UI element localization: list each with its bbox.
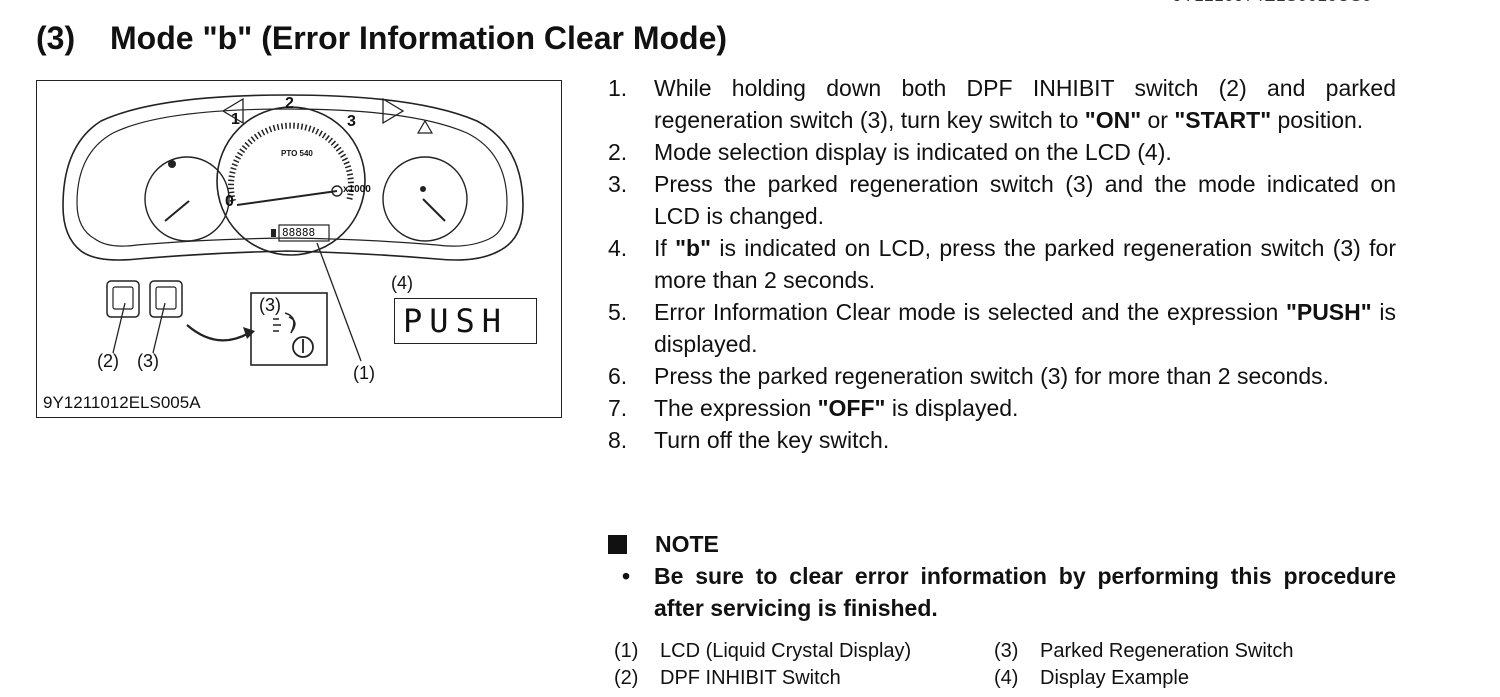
display-example-text: PUSH	[403, 302, 509, 340]
right-turn-icon	[382, 97, 405, 125]
section-title: (3) Mode "b" (Error Information Clear Mod…	[36, 20, 727, 57]
warning-icon	[416, 119, 434, 134]
note-heading: NOTE	[608, 528, 1396, 560]
switch-inset-box	[250, 292, 328, 366]
leader-2	[112, 302, 126, 354]
figure-code: 9Y1211012ELS005A	[43, 393, 201, 412]
step-4: 4.If "b" is indicated on LCD, press the …	[608, 235, 1397, 293]
note-square-icon	[608, 534, 627, 554]
step-6: 6.Press the parked regeneration switch (…	[608, 363, 1330, 389]
legend-item-3: (3)Parked Regeneration Switch	[994, 640, 1294, 662]
legend-item-2: (2)DPF INHIBIT Switch	[614, 667, 841, 689]
tacho-pto: PTO 540	[281, 149, 313, 158]
leader-3	[152, 302, 166, 354]
temp-gauge	[382, 156, 468, 242]
pointer-arrow	[186, 324, 250, 342]
temp-pivot	[420, 186, 426, 192]
legend-item-4: (4)Display Example	[994, 667, 1189, 689]
label-2: (2)	[97, 351, 119, 371]
fuel-needle	[164, 200, 190, 222]
instrument-panel-drawing	[62, 94, 524, 366]
tacho-needle	[236, 190, 338, 206]
step-8: 8.Turn off the key switch.	[608, 427, 890, 453]
label-1: (1)	[353, 363, 375, 383]
warning-lamp-dot	[168, 160, 176, 168]
dpf-inhibit-switch	[106, 280, 140, 318]
step-3: 3.Press the parked regeneration switch (…	[608, 171, 1396, 229]
section-title-text: Mode "b" (Error Information Clear Mode)	[110, 20, 728, 56]
step-2: 2.Mode selection display is indicated on…	[608, 139, 1172, 165]
step-7: 7.The expression "OFF" is displayed.	[608, 395, 1019, 421]
tacho-mark-one: 1	[231, 111, 240, 128]
panel-lcd-text: 88888	[282, 226, 316, 239]
tacho-mark-two: 2	[285, 95, 294, 112]
regen-icon	[273, 312, 296, 334]
leader-1	[316, 242, 362, 362]
note-block: NOTE •Be sure to clear error information…	[608, 528, 1396, 624]
panel-lcd	[278, 224, 330, 242]
label-3: (3)	[137, 351, 159, 371]
label-4: (4)	[391, 273, 413, 293]
step-5: 5.Error Information Clear mode is select…	[608, 299, 1396, 357]
fuel-gauge	[144, 156, 230, 242]
left-turn-icon	[221, 97, 244, 125]
tachometer	[216, 106, 366, 256]
tacho-mark-three: 3	[347, 113, 356, 130]
note-item: •Be sure to clear error information by p…	[608, 560, 1396, 624]
cluster-outline	[62, 94, 524, 261]
procedure-steps: 1.While holding down both DPF INHIBIT sw…	[608, 72, 1396, 456]
instrument-panel-figure: 1 2 3 0 x1000 PTO 540 88888 (2) (3) (3) …	[36, 80, 562, 418]
cluster-inner-outline	[76, 108, 508, 247]
display-example: PUSH	[394, 298, 537, 344]
bullet-icon: •	[622, 563, 631, 589]
tacho-scale	[228, 122, 354, 202]
tacho-mark-zero: 0	[225, 193, 234, 210]
figure-legend: (1)LCD (Liquid Crystal Display) (3)Parke…	[614, 638, 1374, 692]
label-3-inset: (3)	[259, 295, 281, 315]
step-1: 1.While holding down both DPF INHIBIT sw…	[608, 75, 1396, 133]
tacho-x1000: x1000	[343, 184, 371, 195]
legend-item-1: (1)LCD (Liquid Crystal Display)	[614, 640, 912, 662]
temp-needle	[422, 198, 446, 222]
parked-regen-switch	[149, 280, 183, 318]
document-id: 9Y1210974ELS0010US0	[1173, 0, 1373, 6]
section-number: (3)	[36, 20, 76, 56]
power-icon	[292, 336, 314, 358]
